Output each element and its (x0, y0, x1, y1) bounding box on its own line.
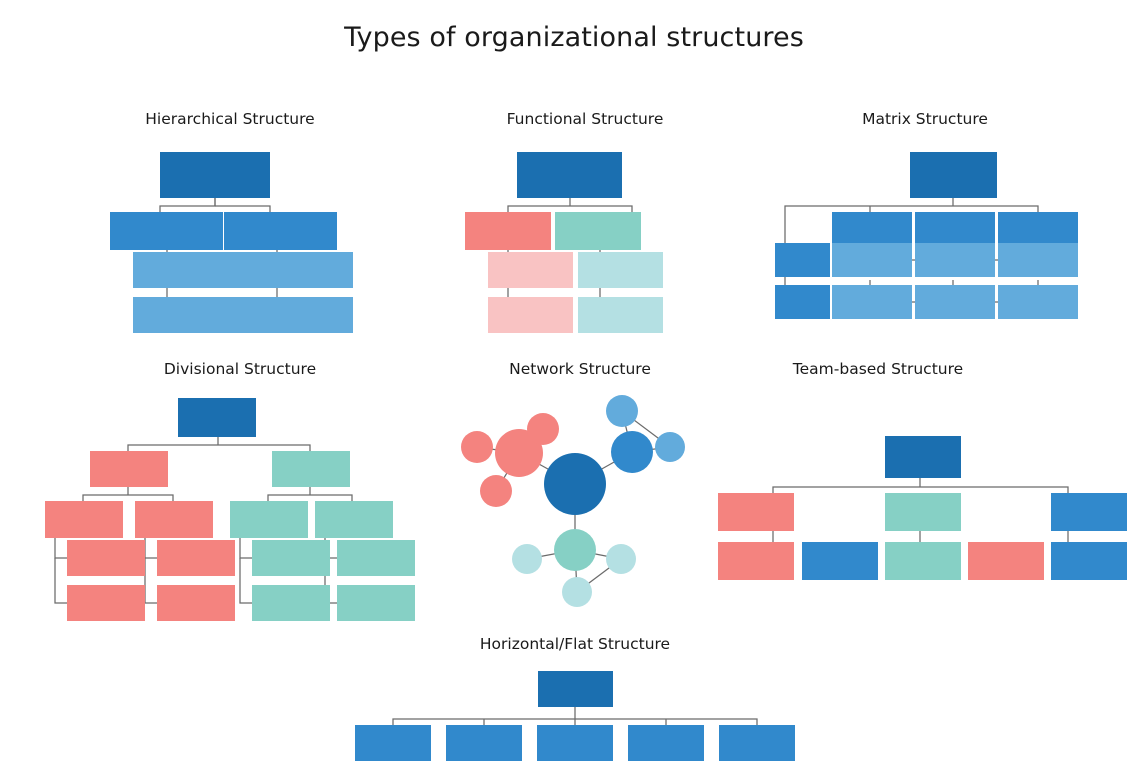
divisional-unit-node (67, 540, 145, 576)
chart-title-functional: Functional Structure (506, 110, 664, 128)
functional-canvas (465, 110, 705, 333)
network-salmon-satellite-node (527, 413, 559, 445)
hierarchical-root-node (160, 152, 270, 198)
divisional-manager-node (315, 501, 393, 538)
chart-matrix: Matrix Structure (775, 110, 1095, 330)
matrix-cell-node (832, 285, 912, 319)
divisional-unit-node (337, 585, 415, 621)
functional-department-node (555, 212, 641, 250)
team-based-lead-node (718, 493, 794, 531)
divisional-manager-node (135, 501, 213, 538)
divisional-manager-node (45, 501, 123, 538)
network-blue-hub-node (611, 431, 653, 473)
chart-title-network: Network Structure (509, 360, 651, 378)
team-based-member-node (885, 542, 961, 580)
matrix-cell-node (915, 285, 995, 319)
matrix-function-head-node (775, 285, 830, 319)
matrix-canvas (775, 110, 1095, 330)
chart-title-matrix: Matrix Structure (862, 110, 988, 128)
hierarchical-unit-node (243, 297, 353, 333)
horizontal-flat-peer-node (355, 725, 431, 761)
team-based-canvas (718, 360, 1127, 590)
hierarchical-manager-node (224, 212, 337, 250)
team-based-member-node (802, 542, 878, 580)
team-based-member-node (968, 542, 1044, 580)
network-salmon-satellite-node (461, 431, 493, 463)
network-teal-satellite-node (562, 577, 592, 607)
hierarchical-canvas (110, 110, 353, 333)
matrix-cell-node (915, 243, 995, 277)
network-salmon-satellite-node (480, 475, 512, 507)
hierarchical-manager-node (110, 212, 223, 250)
network-blue-satellite-node (655, 432, 685, 462)
divisional-unit-node (157, 585, 235, 621)
divisional-unit-node (252, 585, 330, 621)
divisional-unit-node (157, 540, 235, 576)
chart-title-hierarchical: Hierarchical Structure (145, 110, 315, 128)
horizontal-flat-peer-node (537, 725, 613, 761)
functional-subunit-node (578, 252, 663, 288)
hierarchical-unit-node (243, 252, 353, 288)
network-teal-hub-node (554, 529, 596, 571)
team-based-member-node (1051, 542, 1127, 580)
chart-title-team-based: Team-based Structure (792, 360, 964, 378)
divisional-unit-node (337, 540, 415, 576)
functional-subunit-node (488, 252, 573, 288)
functional-subunit-node (578, 297, 663, 333)
chart-team-based: Team-based Structure (718, 360, 1127, 590)
network-teal-satellite-node (512, 544, 542, 574)
horizontal-flat-root-node (538, 671, 613, 707)
horizontal-flat-peer-node (446, 725, 522, 761)
chart-title-horizontal-flat: Horizontal/Flat Structure (479, 635, 671, 653)
network-blue-satellite-node (606, 395, 638, 427)
matrix-cell-node (832, 243, 912, 277)
team-based-lead-node (1051, 493, 1127, 531)
network-teal-satellite-node (606, 544, 636, 574)
hierarchical-unit-node (133, 297, 243, 333)
horizontal-flat-canvas (355, 635, 795, 761)
network-canvas (455, 360, 705, 610)
chart-horizontal-flat: Horizontal/Flat Structure (355, 635, 795, 761)
divisional-unit-node (67, 585, 145, 621)
page-title: Types of organizational structures (344, 22, 804, 53)
chart-divisional: Divisional Structure (40, 360, 440, 621)
horizontal-flat-peer-node (719, 725, 795, 761)
matrix-function-head-node (775, 243, 830, 277)
horizontal-flat-peer-node (628, 725, 704, 761)
divisional-manager-node (230, 501, 308, 538)
chart-hierarchical: Hierarchical Structure (110, 110, 353, 333)
hierarchical-unit-node (133, 252, 243, 288)
team-based-root-node (885, 436, 961, 478)
divisional-unit-node (252, 540, 330, 576)
divisional-root-node (178, 398, 256, 437)
chart-network: Network Structure (455, 360, 705, 610)
team-based-member-node (718, 542, 794, 580)
matrix-root-node (910, 152, 997, 198)
chart-title-divisional: Divisional Structure (163, 360, 317, 378)
functional-department-node (465, 212, 551, 250)
functional-root-node (517, 152, 622, 198)
divisional-canvas (40, 360, 440, 621)
matrix-cell-node (998, 243, 1078, 277)
chart-functional: Functional Structure (465, 110, 705, 333)
divisional-division-node (90, 451, 168, 487)
functional-subunit-node (488, 297, 573, 333)
matrix-cell-node (998, 285, 1078, 319)
network-center-hub-node (544, 453, 606, 515)
divisional-division-node (272, 451, 350, 487)
team-based-lead-node (885, 493, 961, 531)
